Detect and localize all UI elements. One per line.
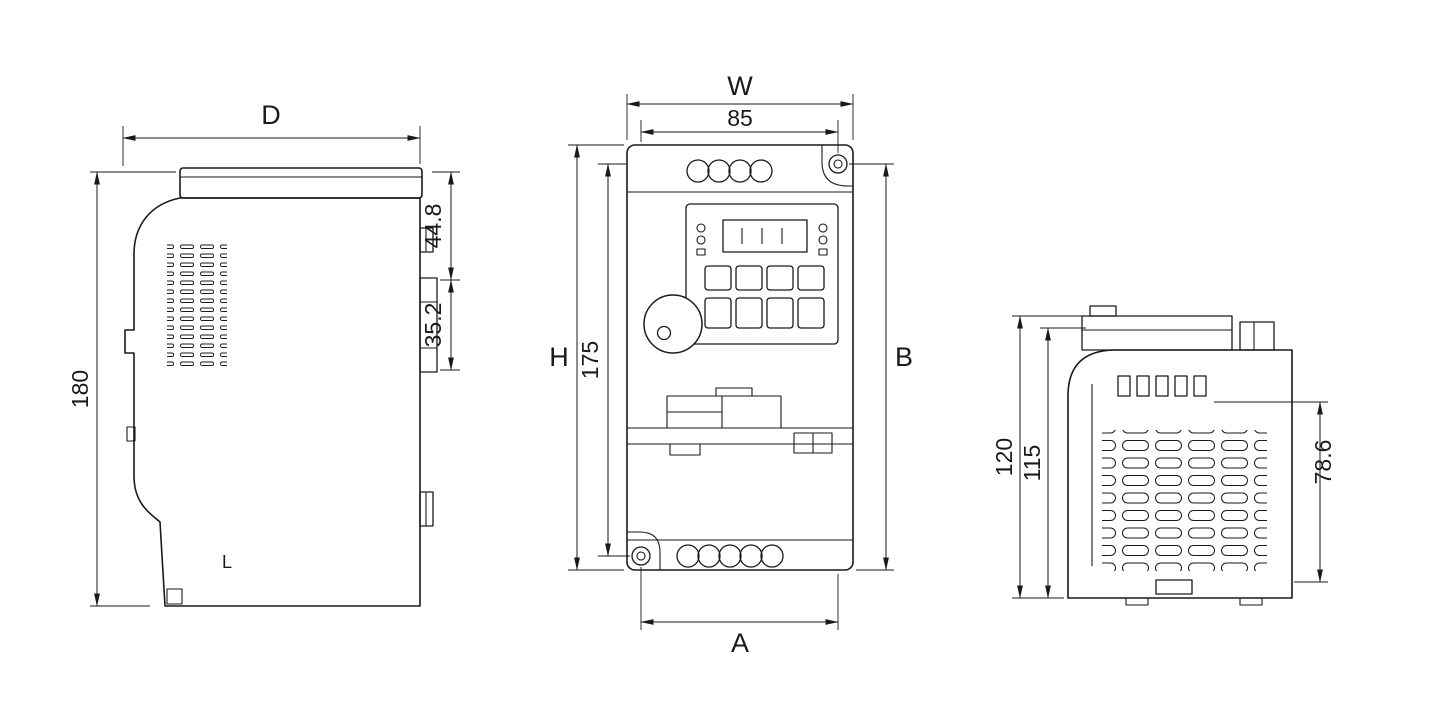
front-body bbox=[626, 144, 854, 571]
dim-label-a: A bbox=[731, 628, 749, 658]
side-top-lid bbox=[179, 167, 423, 199]
keypad-led-left-1 bbox=[696, 223, 706, 233]
dim-height-b: B bbox=[849, 163, 913, 571]
front-top-notch bbox=[821, 145, 853, 187]
end-top-slots bbox=[1117, 375, 1207, 397]
end-foot-right bbox=[1239, 597, 1263, 606]
dim-width-w: W bbox=[626, 71, 854, 140]
dim-depth: D bbox=[122, 100, 421, 166]
side-din-bracket bbox=[419, 277, 438, 373]
dim-35-2: 35.2 bbox=[420, 279, 460, 371]
dim-label-78-6: 78.6 bbox=[1310, 440, 1336, 485]
front-bottom-notch bbox=[627, 531, 661, 570]
end-view: 120 115 78.6 bbox=[991, 305, 1336, 606]
front-bottom-vents bbox=[676, 544, 784, 568]
dim-44-8: 44.8 bbox=[420, 171, 460, 281]
front-top-hole-inner bbox=[833, 159, 843, 169]
dim-label-180: 180 bbox=[67, 370, 93, 408]
end-vent-grille bbox=[1102, 430, 1267, 571]
end-body bbox=[1067, 349, 1293, 599]
end-top-bump bbox=[1089, 305, 1117, 317]
dim-85: 85 bbox=[640, 105, 839, 153]
dim-label-depth: D bbox=[261, 100, 281, 130]
keypad-buttons-row-1 bbox=[704, 265, 825, 291]
end-clip bbox=[1239, 321, 1275, 351]
side-foot bbox=[166, 588, 183, 605]
dim-120: 120 bbox=[991, 315, 1086, 599]
keypad-indicator-right bbox=[818, 248, 828, 256]
keypad-led-right-1 bbox=[818, 223, 828, 233]
terminal-tab bbox=[715, 387, 753, 397]
keypad-knob-dot bbox=[656, 325, 672, 341]
keypad-display bbox=[722, 219, 808, 253]
end-top-slab bbox=[1081, 315, 1233, 351]
end-outline bbox=[1067, 305, 1293, 606]
dim-label-35-2: 35.2 bbox=[420, 303, 446, 348]
end-foot-left bbox=[1125, 597, 1149, 606]
dim-115: 115 bbox=[1019, 327, 1086, 599]
end-bottom-slot bbox=[1155, 579, 1193, 595]
front-keypad bbox=[643, 203, 839, 354]
dim-label-44-8: 44.8 bbox=[420, 204, 446, 249]
front-top-hole bbox=[828, 154, 848, 174]
dim-175: 175 bbox=[577, 163, 630, 557]
dim-label-115: 115 bbox=[1019, 445, 1045, 482]
dim-78-6: 78.6 bbox=[1214, 401, 1336, 583]
side-body bbox=[124, 197, 421, 607]
side-marking-l: L bbox=[222, 552, 232, 572]
dim-height-180: 180 bbox=[67, 171, 176, 607]
keypad-indicator-left bbox=[696, 248, 706, 256]
keypad-led-right-2 bbox=[818, 235, 828, 245]
front-bottom-hole bbox=[631, 546, 651, 566]
front-top-vents bbox=[686, 159, 773, 183]
dim-label-175: 175 bbox=[577, 341, 603, 379]
side-left-notch bbox=[126, 426, 136, 442]
terminal-small-left bbox=[669, 443, 701, 456]
side-outline: L bbox=[124, 167, 438, 607]
front-outline bbox=[626, 144, 854, 571]
dim-label-h: H bbox=[549, 342, 569, 372]
dim-label-85: 85 bbox=[727, 105, 753, 131]
dim-label-w: W bbox=[727, 71, 753, 101]
keypad-buttons-row-2 bbox=[704, 297, 825, 329]
keypad-led-left-2 bbox=[696, 235, 706, 245]
keypad-panel bbox=[685, 203, 839, 345]
dim-label-120: 120 bbox=[991, 438, 1017, 476]
side-vents bbox=[167, 244, 227, 366]
dim-height-h: H bbox=[549, 144, 624, 571]
keypad-knob bbox=[643, 294, 703, 354]
dim-width-a: A bbox=[640, 567, 839, 658]
side-view: L D 180 44.8 35.2 bbox=[67, 100, 460, 607]
dim-label-b: B bbox=[895, 342, 913, 372]
front-view: W 85 H 175 B bbox=[549, 71, 913, 658]
front-terminals bbox=[627, 387, 853, 456]
front-bottom-hole-inner bbox=[636, 551, 646, 561]
